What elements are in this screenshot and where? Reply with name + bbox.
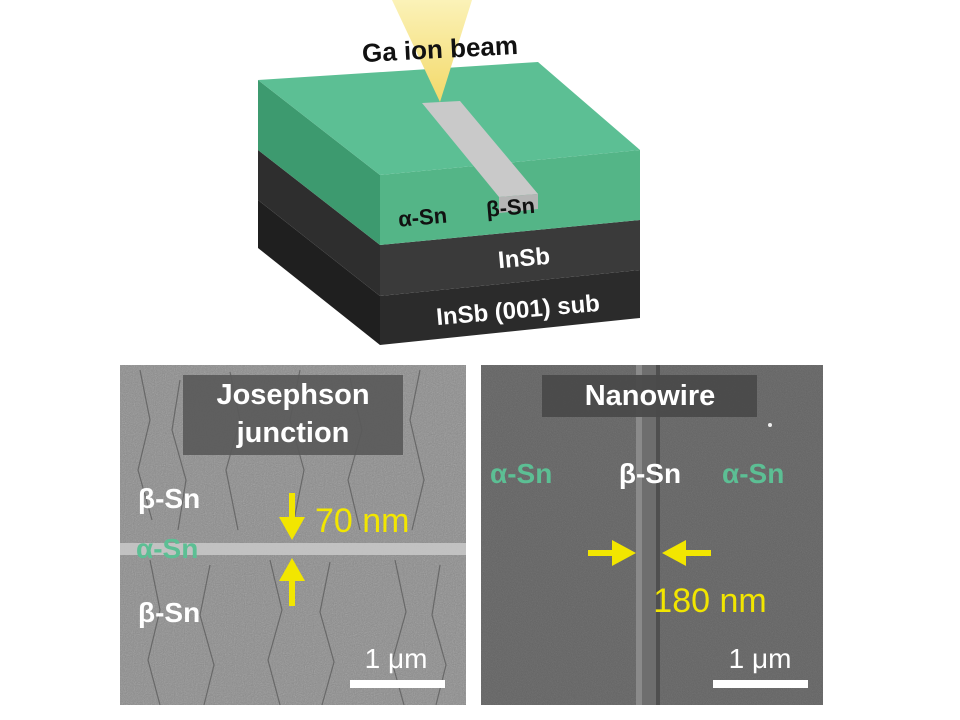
nanowire-scale-bar: [713, 680, 808, 688]
josephson-scale-bar: [350, 680, 445, 688]
alpha-sn-layer-side: [258, 80, 380, 245]
josephson-width-arrows: [279, 493, 305, 606]
josephson-top-region-label: β-Sn: [138, 483, 200, 514]
josephson-width-label: 70 nm: [315, 502, 410, 540]
nanowire-panel: Nanowire α-Sn β-Sn α-Sn 180 nm 1 μm: [481, 365, 823, 705]
nanowire-width-arrows: [588, 540, 711, 566]
ion-beam-cone: [392, 0, 472, 102]
josephson-scale-label: 1 μm: [365, 643, 428, 674]
josephson-title-line1: Josephson: [216, 379, 369, 411]
nanowire-title: Nanowire: [585, 380, 716, 412]
beta-sn-stripe-top: [422, 101, 538, 197]
substrate-layer-side: [258, 200, 380, 345]
nanowire-title-box: [542, 375, 757, 417]
substrate-layer-front: [380, 270, 640, 345]
nanowire-right-region-label: α-Sn: [722, 458, 784, 489]
beam-label: Ga ion beam: [361, 30, 518, 68]
nanowire-right-edge: [656, 365, 660, 705]
junction-line: [120, 543, 466, 555]
josephson-title-line2: junction: [236, 417, 350, 449]
josephson-title-box: [183, 375, 403, 455]
nanowire-left-edge: [636, 365, 642, 705]
josephson-middle-region-label: α-Sn: [136, 533, 198, 564]
nanowire-width-label: 180 nm: [653, 582, 766, 620]
beta-sn-stripe-front: [499, 194, 538, 213]
insb-layer-side: [258, 150, 380, 296]
nanowire-scale-label: 1 μm: [729, 643, 792, 674]
nanowire-body: [642, 365, 656, 705]
insb-layer-label: InSb: [497, 243, 551, 274]
layer-schematic: Ga ion beam α-Sn β-Sn InSb InSb (001) su…: [258, 0, 640, 345]
insb-layer-front: [380, 220, 640, 296]
beta-sn-layer-label: β-Sn: [485, 193, 536, 222]
alpha-sn-layer-label: α-Sn: [397, 203, 448, 232]
surface-particle: [768, 423, 772, 427]
josephson-junction-panel: Josephson junction β-Sn α-Sn β-Sn 70 nm …: [120, 365, 466, 705]
josephson-bottom-region-label: β-Sn: [138, 597, 200, 628]
nanowire-center-region-label: β-Sn: [619, 458, 681, 489]
nanowire-left-region-label: α-Sn: [490, 458, 552, 489]
